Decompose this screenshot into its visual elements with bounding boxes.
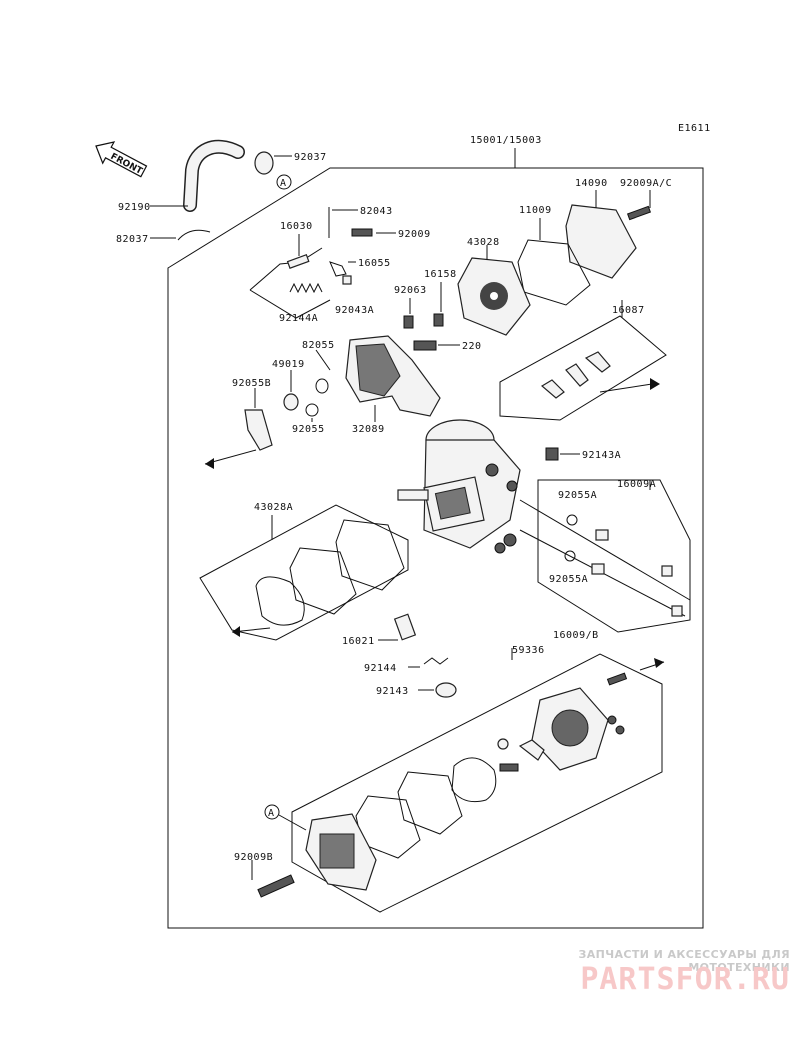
spring-jet-2-part — [591, 563, 605, 575]
label-82055: 82055 — [302, 340, 335, 351]
label-92190: 92190 — [118, 202, 151, 213]
label-49019: 49019 — [272, 359, 305, 370]
clip-92143a-part — [545, 447, 559, 461]
label-92043a: 92043A — [335, 305, 374, 316]
valve-16021-part — [393, 613, 417, 641]
label-32089: 32089 — [352, 424, 385, 435]
label-92144a: 92144A — [279, 313, 318, 324]
label-16158: 16158 — [424, 269, 457, 280]
lever-group-frame — [499, 315, 667, 421]
label-92009b: 92009B — [234, 852, 273, 863]
ref-a-bottom: A — [268, 808, 275, 819]
label-82043: 82043 — [360, 206, 393, 217]
lever-2-part — [565, 363, 589, 387]
gasket-group-frame — [199, 504, 409, 641]
assembly-frame — [167, 167, 704, 929]
spring-92144-part — [423, 657, 449, 665]
label-92009: 92009 — [398, 229, 431, 240]
label-16021: 16021 — [342, 636, 375, 647]
label-92055a-bottom: 92055A — [549, 574, 588, 585]
label-92009ac: 92009A/C — [620, 178, 672, 189]
label-92144: 92144 — [364, 663, 397, 674]
screw-part — [626, 205, 652, 221]
screw-16158-part — [433, 313, 444, 327]
pump-gasket-2 — [355, 795, 421, 859]
label-16009b: 16009/B — [553, 630, 599, 641]
label-15001: 15001/15003 — [470, 135, 542, 146]
label-92055: 92055 — [292, 424, 325, 435]
bracket-92055b-part — [244, 409, 273, 451]
gasket-43028a-2 — [289, 547, 357, 615]
screw-92009-part — [351, 228, 373, 237]
pin-92043a-part — [342, 275, 352, 285]
label-220: 220 — [462, 341, 482, 352]
plug-49019-part — [283, 393, 299, 411]
clamp-bottom-part — [177, 229, 211, 241]
label-92063: 92063 — [394, 285, 427, 296]
label-16030: 16030 — [280, 221, 313, 232]
diagram-code: E1611 — [678, 123, 711, 134]
label-92037-top: 92037 — [294, 152, 327, 163]
screw-92063-part — [403, 315, 414, 329]
carburetor-body-part — [397, 419, 521, 554]
label-92055b: 92055B — [232, 378, 271, 389]
label-11009: 11009 — [519, 205, 552, 216]
label-43028a: 43028A — [254, 502, 293, 513]
clamp-part — [254, 151, 274, 175]
lever-part — [329, 261, 347, 277]
cap-92143-part — [435, 682, 457, 698]
ref-a-top: A — [280, 178, 287, 189]
pump-diaphragm-part — [451, 757, 497, 803]
lever-1-part — [540, 379, 565, 399]
label-92055a-top: 92055A — [558, 490, 597, 501]
spring-jet-1-part — [595, 529, 609, 541]
bracket-pump-part — [518, 739, 545, 761]
label-16055: 16055 — [358, 258, 391, 269]
label-14090: 14090 — [575, 178, 608, 189]
spring-part — [289, 282, 323, 294]
label-59336: 59336 — [512, 645, 545, 656]
pump-gasket-1 — [397, 771, 463, 835]
hose-part — [183, 139, 245, 212]
label-92143: 92143 — [376, 686, 409, 697]
gasket-part — [517, 239, 591, 306]
label-16087: 16087 — [612, 305, 645, 316]
bolt-220-part — [413, 340, 437, 351]
watermark-tagline: ЗАПЧАСТИ И АКСЕССУАРЫ ДЛЯ МОТОТЕХНИКИ — [578, 948, 790, 974]
label-16009a: 16009A — [617, 479, 656, 490]
watermark-logo: PARTSFOR.RU — [580, 962, 790, 997]
jet-group-frame — [537, 479, 691, 633]
ref-circle-a-top — [276, 174, 292, 190]
label-92143a: 92143A — [582, 450, 621, 461]
gasket-43028a-1 — [335, 519, 405, 591]
bolt-92009b-part — [257, 874, 295, 898]
label-43028: 43028 — [467, 237, 500, 248]
lever-3-part — [584, 351, 611, 373]
pump-group-frame — [291, 653, 663, 913]
label-82037: 82037 — [116, 234, 149, 245]
ref-circle-a-bottom — [264, 804, 280, 820]
cover-plate-part — [565, 204, 637, 279]
front-arrow-icon: FRONT — [95, 141, 148, 178]
diaphragm-43028a — [255, 576, 305, 626]
